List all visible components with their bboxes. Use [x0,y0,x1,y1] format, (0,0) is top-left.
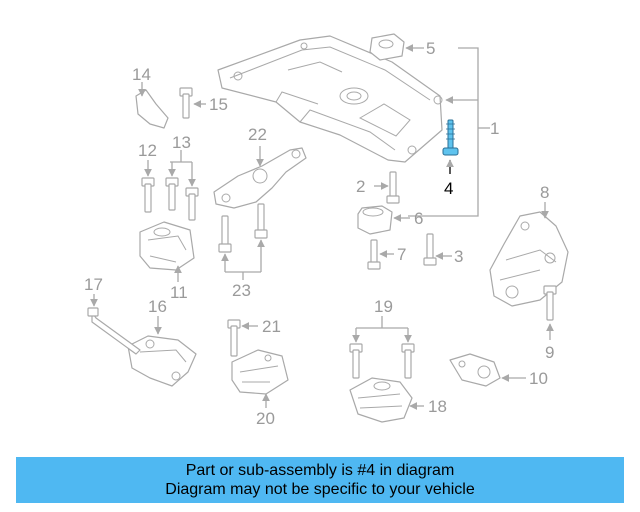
part-9-bolt[interactable] [543,285,557,321]
callout-11: 11 [170,283,188,302]
part-17-bolt[interactable] [87,307,141,355]
callout-6: 6 [414,209,423,228]
leader-lines [90,44,554,410]
callout-labels: 1 2 3 4 5 6 7 8 9 10 11 12 13 14 15 16 1… [84,39,554,428]
part-6-mount[interactable] [357,205,393,235]
part-13-bolts[interactable] [165,177,199,221]
part-3-bolt[interactable] [423,233,437,266]
parts-diagram: 1 2 3 4 5 6 7 8 9 10 11 12 13 14 15 16 1… [84,33,569,428]
part-8-bracket[interactable] [489,211,569,307]
part-19-bolts[interactable] [349,343,415,379]
callout-16: 16 [148,297,167,316]
info-banner-line-2: Diagram may not be specific to your vehi… [165,481,475,498]
part-14-bracket[interactable] [135,89,169,129]
callout-7: 7 [397,245,406,264]
part-7-bolt[interactable] [367,239,381,270]
part-15-bolt[interactable] [179,87,193,119]
callout-22: 22 [248,125,267,144]
callout-15: 15 [209,95,228,114]
info-banner: Part or sub-assembly is #4 in diagram Di… [16,457,624,503]
part-20-mount[interactable] [231,349,289,395]
part-21-bolt[interactable] [227,319,241,357]
callout-5: 5 [426,39,435,58]
callout-23: 23 [232,281,251,300]
callout-9: 9 [545,343,554,362]
part-4-bolt-highlighted[interactable] [442,119,459,156]
callout-20: 20 [256,409,275,428]
callout-1: 1 [490,119,499,138]
callout-17: 17 [84,275,103,294]
part-2-bolt[interactable] [386,171,400,204]
callout-19: 19 [374,297,393,316]
part-12-bolt[interactable] [141,177,155,213]
callout-2: 2 [356,177,365,196]
part-18-mount[interactable] [349,377,413,423]
callout-4-highlighted: 4 [444,179,453,198]
part-10-bracket[interactable] [449,353,501,387]
info-banner-line-1: Part or sub-assembly is #4 in diagram [185,462,455,479]
callout-14: 14 [132,65,151,84]
part-1-subframe[interactable] [217,35,443,163]
callout-8: 8 [540,183,549,202]
callout-12: 12 [138,141,157,160]
part-23-bolts[interactable] [218,203,268,253]
callout-18: 18 [428,397,447,416]
part-11-mount[interactable] [139,221,195,271]
callout-10: 10 [529,369,548,388]
part-22-arm[interactable] [213,147,307,209]
callout-13: 13 [172,133,191,152]
callout-3: 3 [454,247,463,266]
part-16-mount[interactable] [127,335,197,387]
part-5-mount[interactable] [369,33,405,61]
callout-21: 21 [262,317,281,336]
